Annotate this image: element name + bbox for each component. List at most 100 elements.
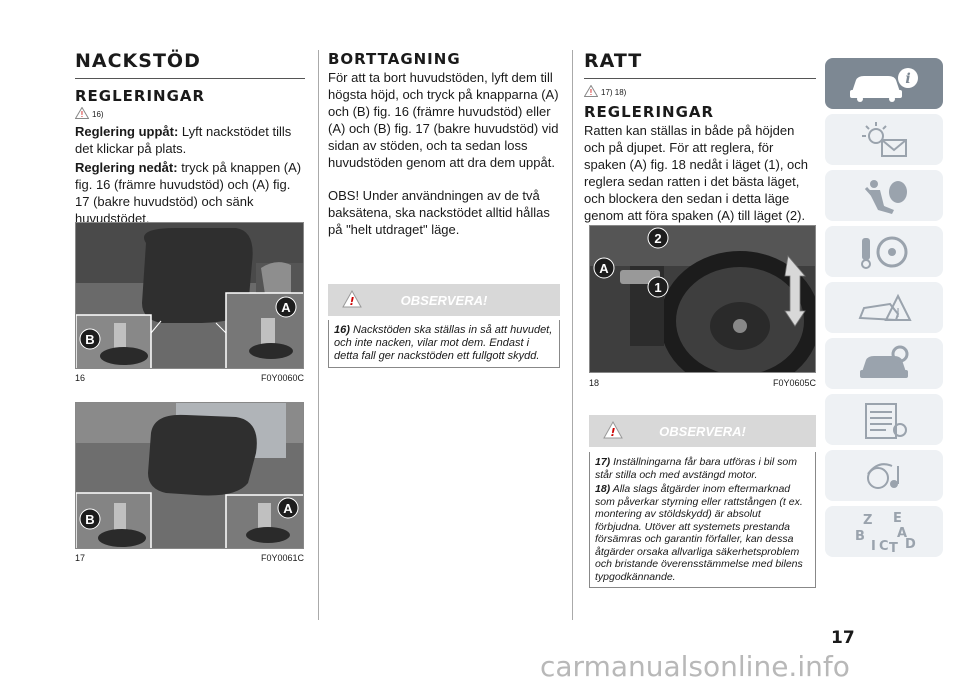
warning-ref-text: 16) xyxy=(92,109,104,119)
sidebar-item-car-info[interactable]: i xyxy=(825,58,943,109)
index-letter: C xyxy=(879,539,889,554)
svg-text:!: ! xyxy=(589,88,592,97)
warning-reference: ! 17) 18) xyxy=(583,84,816,99)
index-letter: I xyxy=(871,539,876,554)
callout-a-label: A xyxy=(281,300,291,315)
callout-b: B xyxy=(79,508,101,530)
text-down: tryck på knappen (A) fig. 16 (främre huv… xyxy=(75,160,302,226)
note-text: Nackstöden ska ställas in så att huvudet… xyxy=(334,324,553,362)
subsection-title: REGLERINGAR xyxy=(584,103,715,121)
warning-note: 16) Nackstöden ska ställas in så att huv… xyxy=(328,320,560,368)
svg-text:!: ! xyxy=(896,306,901,320)
sidebar-item-safety[interactable] xyxy=(825,170,943,221)
warning-header: ! OBSERVERA! xyxy=(589,415,816,447)
note-18: 18) Alla slags åtgärder inom eftermarkna… xyxy=(595,483,810,583)
warning-title: OBSERVERA! xyxy=(659,423,746,439)
column-divider xyxy=(572,50,573,620)
index-letter: Z xyxy=(863,513,872,528)
index-letter: B xyxy=(855,529,865,544)
figure-17-image: A B xyxy=(75,402,304,549)
figure-18-image: 2 A 1 xyxy=(589,225,816,373)
note-text: Inställningarna får bara utföras i bil s… xyxy=(595,456,797,481)
airbag-safety-icon xyxy=(864,179,907,214)
callout-b-label: B xyxy=(85,332,94,347)
callout-a: A xyxy=(593,257,615,279)
figure-17-caption: 17 F0Y0061C xyxy=(75,553,304,563)
note-text: Alla slags åtgärder inom eftermarknad so… xyxy=(595,483,803,583)
index-letter: A xyxy=(897,526,907,541)
note-17: 17) Inställningarna får bara utföras i b… xyxy=(595,456,810,481)
title-rule xyxy=(584,78,816,79)
title-rule xyxy=(75,78,305,79)
warning-header: ! OBSERVERA! xyxy=(328,284,560,316)
steering-paragraph: Ratten kan ställas in både på höjden och… xyxy=(584,123,809,223)
figure-16-image: A B xyxy=(75,222,304,369)
text-up: Lyft nackstödet tills det klickar på pla… xyxy=(75,124,292,156)
figure-number: 16 xyxy=(75,373,86,383)
key-steering-icon xyxy=(861,236,908,269)
figure-16-caption: 16 F0Y0060C xyxy=(75,373,304,383)
emergency-triangle-icon: ! xyxy=(858,293,912,321)
callout-1: 1 xyxy=(647,276,669,298)
callout-b: B xyxy=(79,328,101,350)
section-title: NACKSTÖD xyxy=(75,50,201,72)
warning-icon: ! xyxy=(74,106,90,121)
figure-code: F0Y0060C xyxy=(260,373,304,383)
section-title: RATT xyxy=(584,50,643,72)
warning-icon: ! xyxy=(583,84,599,99)
figure-number: 18 xyxy=(589,378,600,388)
chapter-sidebar: i ! xyxy=(825,58,943,562)
sidebar-item-emergency[interactable]: ! xyxy=(825,282,943,333)
multimedia-icon xyxy=(867,462,899,489)
index-letters-icon: Z E B A I C T D xyxy=(855,511,916,554)
warning-icon: ! xyxy=(342,289,362,311)
adjust-arrows-icon xyxy=(784,255,806,327)
car-info-icon: i xyxy=(850,67,918,102)
car-service-icon xyxy=(860,345,909,378)
callout-1-label: 1 xyxy=(654,280,661,295)
note-number: 16) xyxy=(334,324,350,336)
paragraph-up: Reglering uppåt: Lyft nackstödet tills d… xyxy=(75,123,305,157)
dashboard-lights-icon xyxy=(862,121,907,157)
figure-code: F0Y0605C xyxy=(772,378,816,388)
sidebar-item-index[interactable]: Z E B A I C T D xyxy=(825,506,943,557)
figure-18-caption: 18 F0Y0605C xyxy=(589,378,816,388)
warning-icon: ! xyxy=(603,420,623,442)
column-divider xyxy=(318,50,319,620)
svg-text:!: ! xyxy=(80,110,83,119)
svg-text:i: i xyxy=(905,71,910,87)
removal-paragraph: För att ta bort huvudstöden, lyft dem ti… xyxy=(328,70,559,170)
label-down: Reglering nedåt: xyxy=(75,160,178,175)
callout-a: A xyxy=(277,497,299,519)
watermark: carmanualsonline.info xyxy=(540,650,850,683)
page-number: 17 xyxy=(831,628,855,648)
note-number: 18) xyxy=(595,483,611,495)
sidebar-item-service[interactable] xyxy=(825,338,943,389)
callout-a-label: A xyxy=(599,261,609,276)
svg-text:!: ! xyxy=(610,426,615,439)
column-headrests: NACKSTÖD REGLERINGAR ! 16) Reglering upp… xyxy=(74,50,305,227)
callout-b-label: B xyxy=(85,512,94,527)
section-title: BORTTAGNING xyxy=(328,50,461,68)
callout-2-label: 2 xyxy=(654,231,661,246)
paragraph-down: Reglering nedåt: tryck på knappen (A) fi… xyxy=(75,159,305,227)
note-number: 17) xyxy=(595,456,611,468)
sidebar-item-multimedia[interactable] xyxy=(825,450,943,501)
callout-a-label: A xyxy=(283,501,293,516)
callout-2: 2 xyxy=(647,227,669,249)
label-up: Reglering uppåt: xyxy=(75,124,179,139)
sidebar-item-dashboard[interactable] xyxy=(825,114,943,165)
warning-ref-text: 17) 18) xyxy=(601,87,627,97)
sidebar-item-starting[interactable] xyxy=(825,226,943,277)
figure-number: 17 xyxy=(75,553,86,563)
index-letter: T xyxy=(889,541,898,554)
column-removal: BORTTAGNING För att ta bort huvudstöden,… xyxy=(328,50,560,238)
svg-text:!: ! xyxy=(349,295,354,308)
warning-title: OBSERVERA! xyxy=(400,292,488,308)
sidebar-item-technical[interactable] xyxy=(825,394,943,445)
index-letter: E xyxy=(893,511,902,526)
technical-data-icon xyxy=(865,402,907,439)
callout-a: A xyxy=(275,296,297,318)
index-letter: D xyxy=(905,537,916,552)
subsection-title: REGLERINGAR xyxy=(75,87,206,105)
